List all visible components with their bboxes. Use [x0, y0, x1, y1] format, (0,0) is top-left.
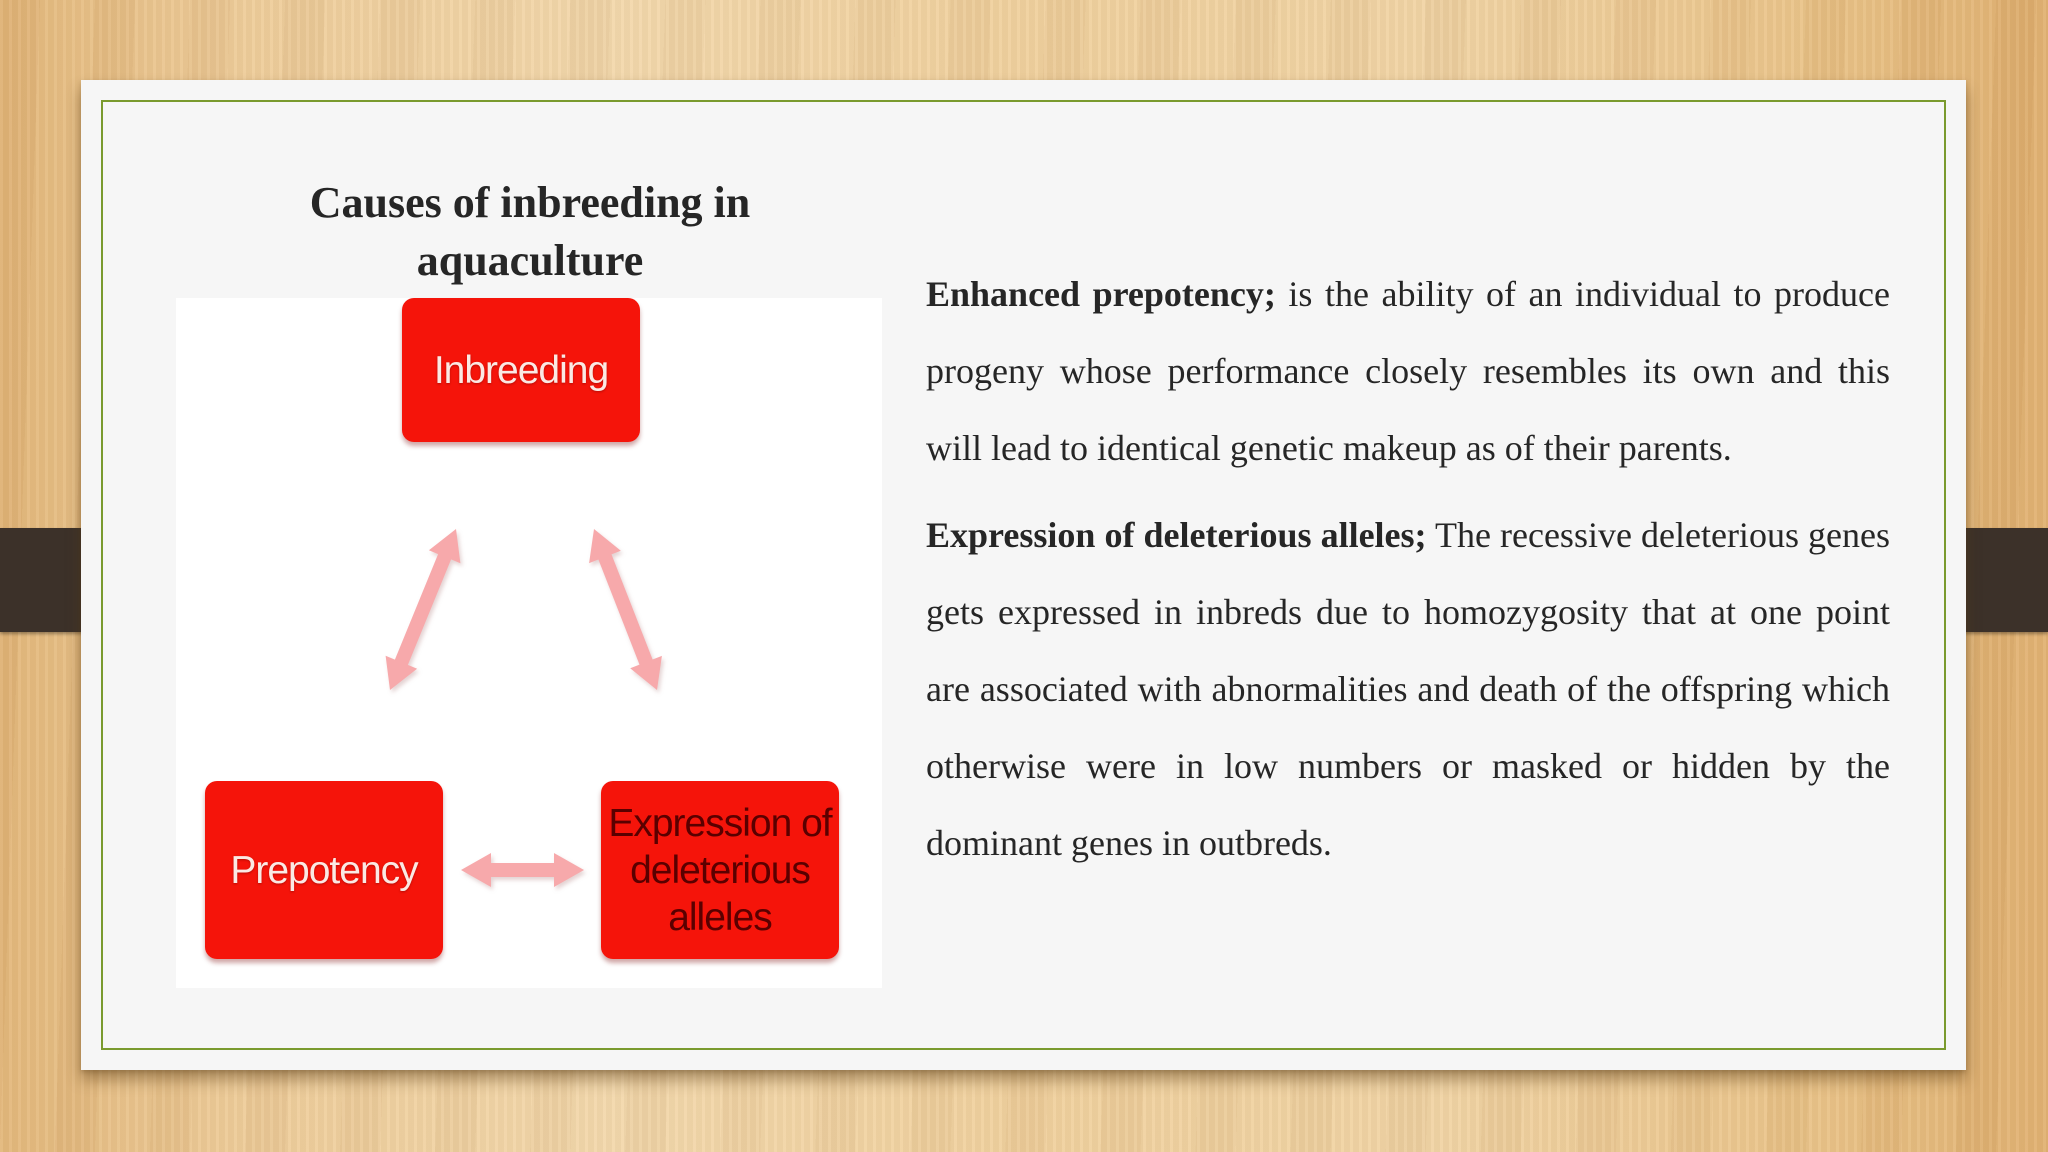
arrow-inbreeding-expression: [589, 529, 662, 690]
arrow-prepotency-expression: [461, 853, 584, 887]
definition-enhanced-prepotency: is the ability of an individual to produ…: [926, 274, 1890, 468]
paragraph-deleterious-alleles: Expression of deleterious alleles; The r…: [926, 497, 1890, 882]
slide-title: Causes of inbreeding in aquaculture: [309, 178, 751, 285]
arrow-inbreeding-prepotency: [385, 529, 461, 690]
node-expression-deleterious-alleles: Expression of deleterious alleles: [601, 781, 839, 959]
node-inbreeding: Inbreeding: [402, 298, 640, 442]
slide-body: Enhanced prepotency; is the ability of a…: [926, 256, 1890, 892]
term-enhanced-prepotency: Enhanced prepotency;: [926, 274, 1276, 314]
term-deleterious-alleles: Expression of deleterious alleles;: [926, 515, 1427, 555]
diagram-arrows: [385, 529, 662, 887]
inbreeding-cycle-diagram: Inbreeding Prepotency Expression of dele…: [176, 298, 882, 988]
slide-border: [101, 100, 1946, 1050]
definition-deleterious-alleles: The recessive deleterious genes gets exp…: [926, 515, 1890, 863]
paragraph-enhanced-prepotency: Enhanced prepotency; is the ability of a…: [926, 256, 1890, 487]
node-prepotency: Prepotency: [205, 781, 443, 959]
